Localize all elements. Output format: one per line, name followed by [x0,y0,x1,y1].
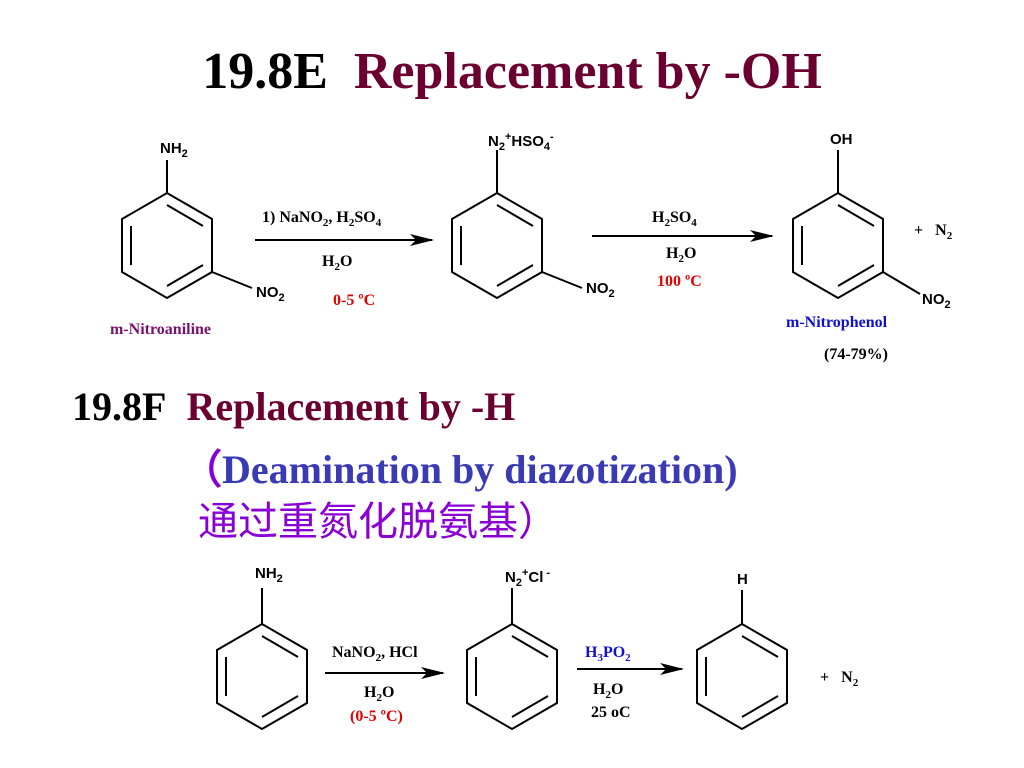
condition-temperature-f2: 25 oC [591,704,631,721]
byproduct-nitrogen-e: +N2 [914,222,953,242]
section-e-title: 19.8E Replacement by -OH [0,40,1024,104]
section-f-number: 19.8F [72,384,167,429]
solvent-water-f2: H2O [593,681,623,701]
section-e-heading: Replacement by -OH [353,43,822,100]
amino-group-label-f: NH2 [255,565,283,585]
solvent-water-e2: H2O [666,245,696,265]
nitro-group-label: NO2 [256,284,285,304]
condition-temperature-f1: (0-5 ºC) [350,708,403,725]
benzene-ring-m-nitrophenol [792,150,921,300]
benzene-ring-product [696,590,788,731]
section-e-number: 19.8E [202,43,328,100]
diazonium-chloride-label: N2+Cl- [505,567,550,589]
condition-temperature-e2: 100 ºC [657,273,702,290]
subtitle-text: Deamination by diazotization) [222,447,738,492]
diazonium-group-label: N2+HSO4- [488,131,554,153]
section-f-chinese: 通过重氮化脱氨基） [198,499,558,545]
nitro-group-label-mid: NO2 [586,280,615,300]
reagent-sulfuric-acid: H2SO4 [652,209,697,229]
benzene-ring-diazonium-salt [451,150,583,300]
section-f-title: 19.8F Replacement by -H [72,382,515,432]
solvent-water-e1: H2O [322,253,352,273]
nitro-group-label-product: NO2 [922,291,951,311]
hydrogen-label: H [737,571,748,588]
benzene-ring-diazonium-chloride [466,588,558,731]
byproduct-nitrogen-f: +N2 [820,669,859,689]
reagent-diazotization: 1) NaNO2, H2SO4 [262,209,382,229]
reagent-hypophosphorous-acid: H3PO2 [585,644,631,664]
compound-name-m-nitroaniline: m-Nitroaniline [110,321,211,338]
subtitle-open-paren: （ [182,447,222,492]
benzene-ring-aniline [216,588,308,731]
condition-temperature-e1: 0-5 ºC [333,292,375,309]
compound-name-m-nitrophenol: m-Nitrophenol [786,314,888,331]
amino-group-label: NH2 [160,140,188,160]
reagent-nano2-hcl: NaNO2, HCl [332,644,418,664]
yield-label: (74-79%) [824,346,888,363]
hydroxyl-group-label: OH [830,131,853,148]
solvent-water-f1: H2O [364,684,394,704]
benzene-ring-m-nitroaniline [121,160,253,300]
section-f-subtitle: （Deamination by diazotization) [182,445,738,495]
section-f-heading: Replacement by -H [186,384,516,429]
